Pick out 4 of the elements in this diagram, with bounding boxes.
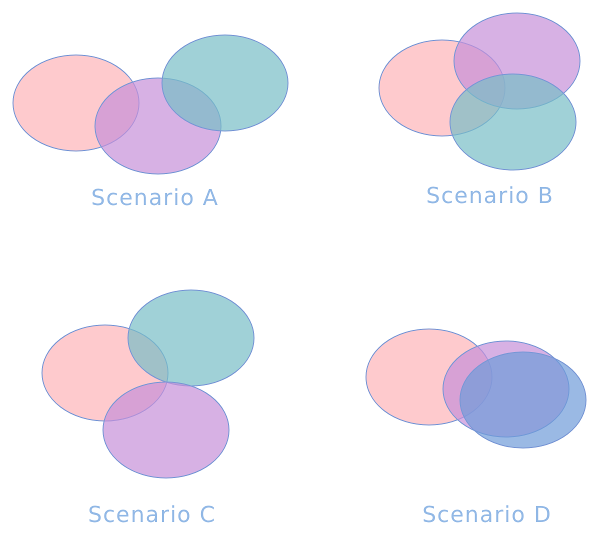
scenario-label: Scenario C — [88, 503, 216, 528]
scenario-label: Scenario A — [91, 186, 219, 211]
scenario-label: Scenario B — [426, 184, 554, 209]
scenario-label: Scenario D — [422, 503, 552, 528]
